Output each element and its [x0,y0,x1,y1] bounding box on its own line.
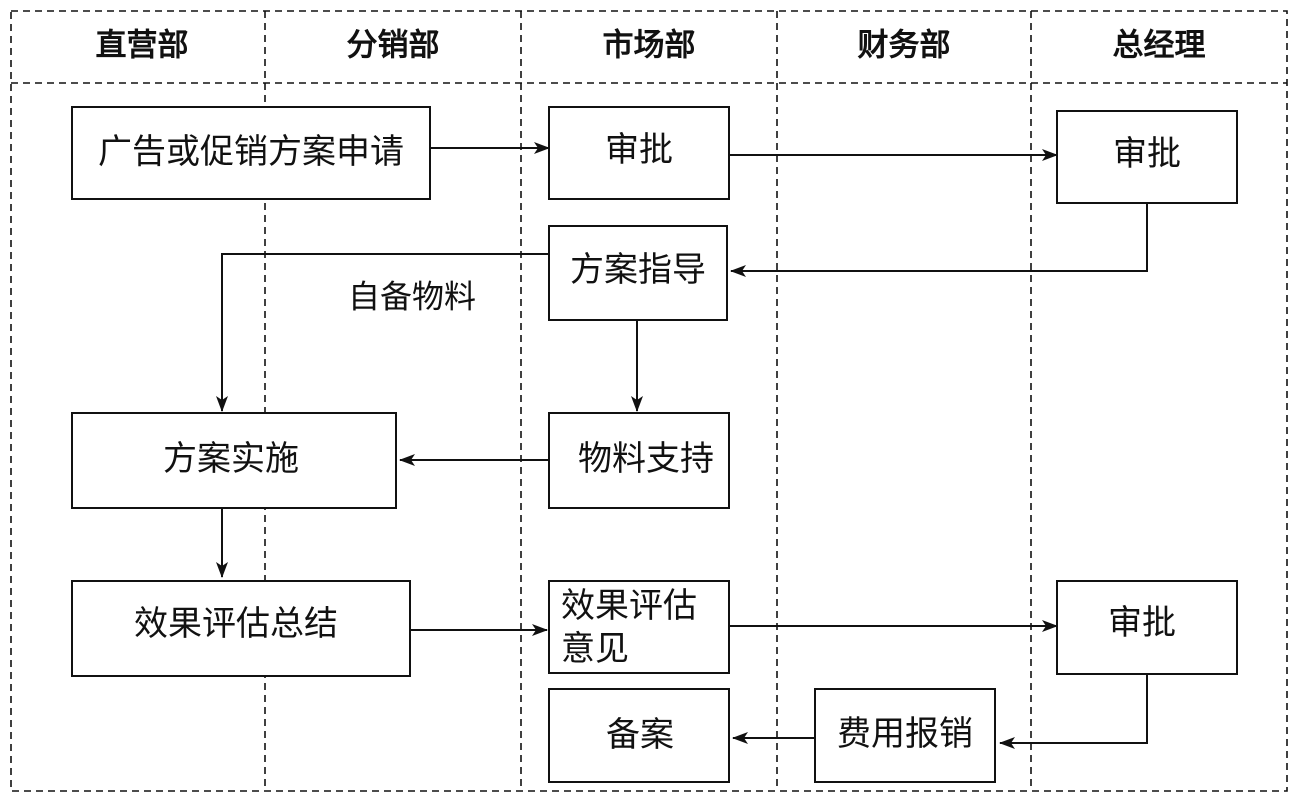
node-box [71,412,397,509]
node-label-line-1: 效果评估 [561,586,697,626]
lane-headers: 直营部 分销部 市场部 财务部 总经理 [96,28,1206,64]
lane-header-marketing: 市场部 [603,28,696,64]
node-guidance: 方案指导 [548,225,728,321]
node-label: 方案实施 [163,439,299,479]
node-box [71,106,431,200]
outer-border [10,10,1288,792]
arrow-gm-approval-to-reimbursement [999,674,1148,749]
lane-header-direct-sales: 直营部 [96,28,189,64]
node-box [814,688,996,783]
node-label: 费用报销 [837,714,973,754]
node-implementation: 方案实施 [71,412,397,509]
node-material-support: 物料支持 [548,412,730,509]
node-box [1056,580,1238,675]
node-marketing-approval: 审批 [548,106,730,200]
lane-header-finance: 财务部 [858,28,951,64]
node-box [1056,110,1238,204]
node-archive: 备案 [548,688,730,783]
lane-header-distribution: 分销部 [347,28,440,64]
node-label: 物料支持 [578,439,714,479]
node-apply: 广告或促销方案申请 [71,106,431,200]
connectors [216,142,1148,749]
node-label: 广告或促销方案申请 [98,132,404,172]
node-label: 审批 [605,130,673,170]
node-label: 审批 [1108,603,1176,643]
edge-label-self-prepared-materials: 自备物料 [348,278,476,316]
node-box [71,580,411,677]
node-box [548,225,728,321]
lane-header-general-manager: 总经理 [1113,28,1206,64]
node-evaluation-summary: 效果评估总结 [71,580,411,677]
node-label: 效果评估总结 [134,604,338,644]
node-label: 备案 [606,715,674,755]
node-box [548,106,730,200]
node-box [548,688,730,783]
node-reimbursement: 费用报销 [814,688,996,783]
node-box [548,580,730,674]
node-gm-approval-1: 审批 [1056,110,1238,204]
node-box [548,412,730,509]
node-label: 方案指导 [570,250,706,290]
node-gm-approval-2: 审批 [1056,580,1238,675]
node-label: 审批 [1113,134,1181,174]
arrow-guidance-to-implementation [216,253,549,412]
arrow-gm-approval-to-guidance [730,203,1148,277]
node-label-line-2: 意见 [561,629,629,669]
node-evaluation-opinion: 效果评估 意见 [548,580,730,674]
